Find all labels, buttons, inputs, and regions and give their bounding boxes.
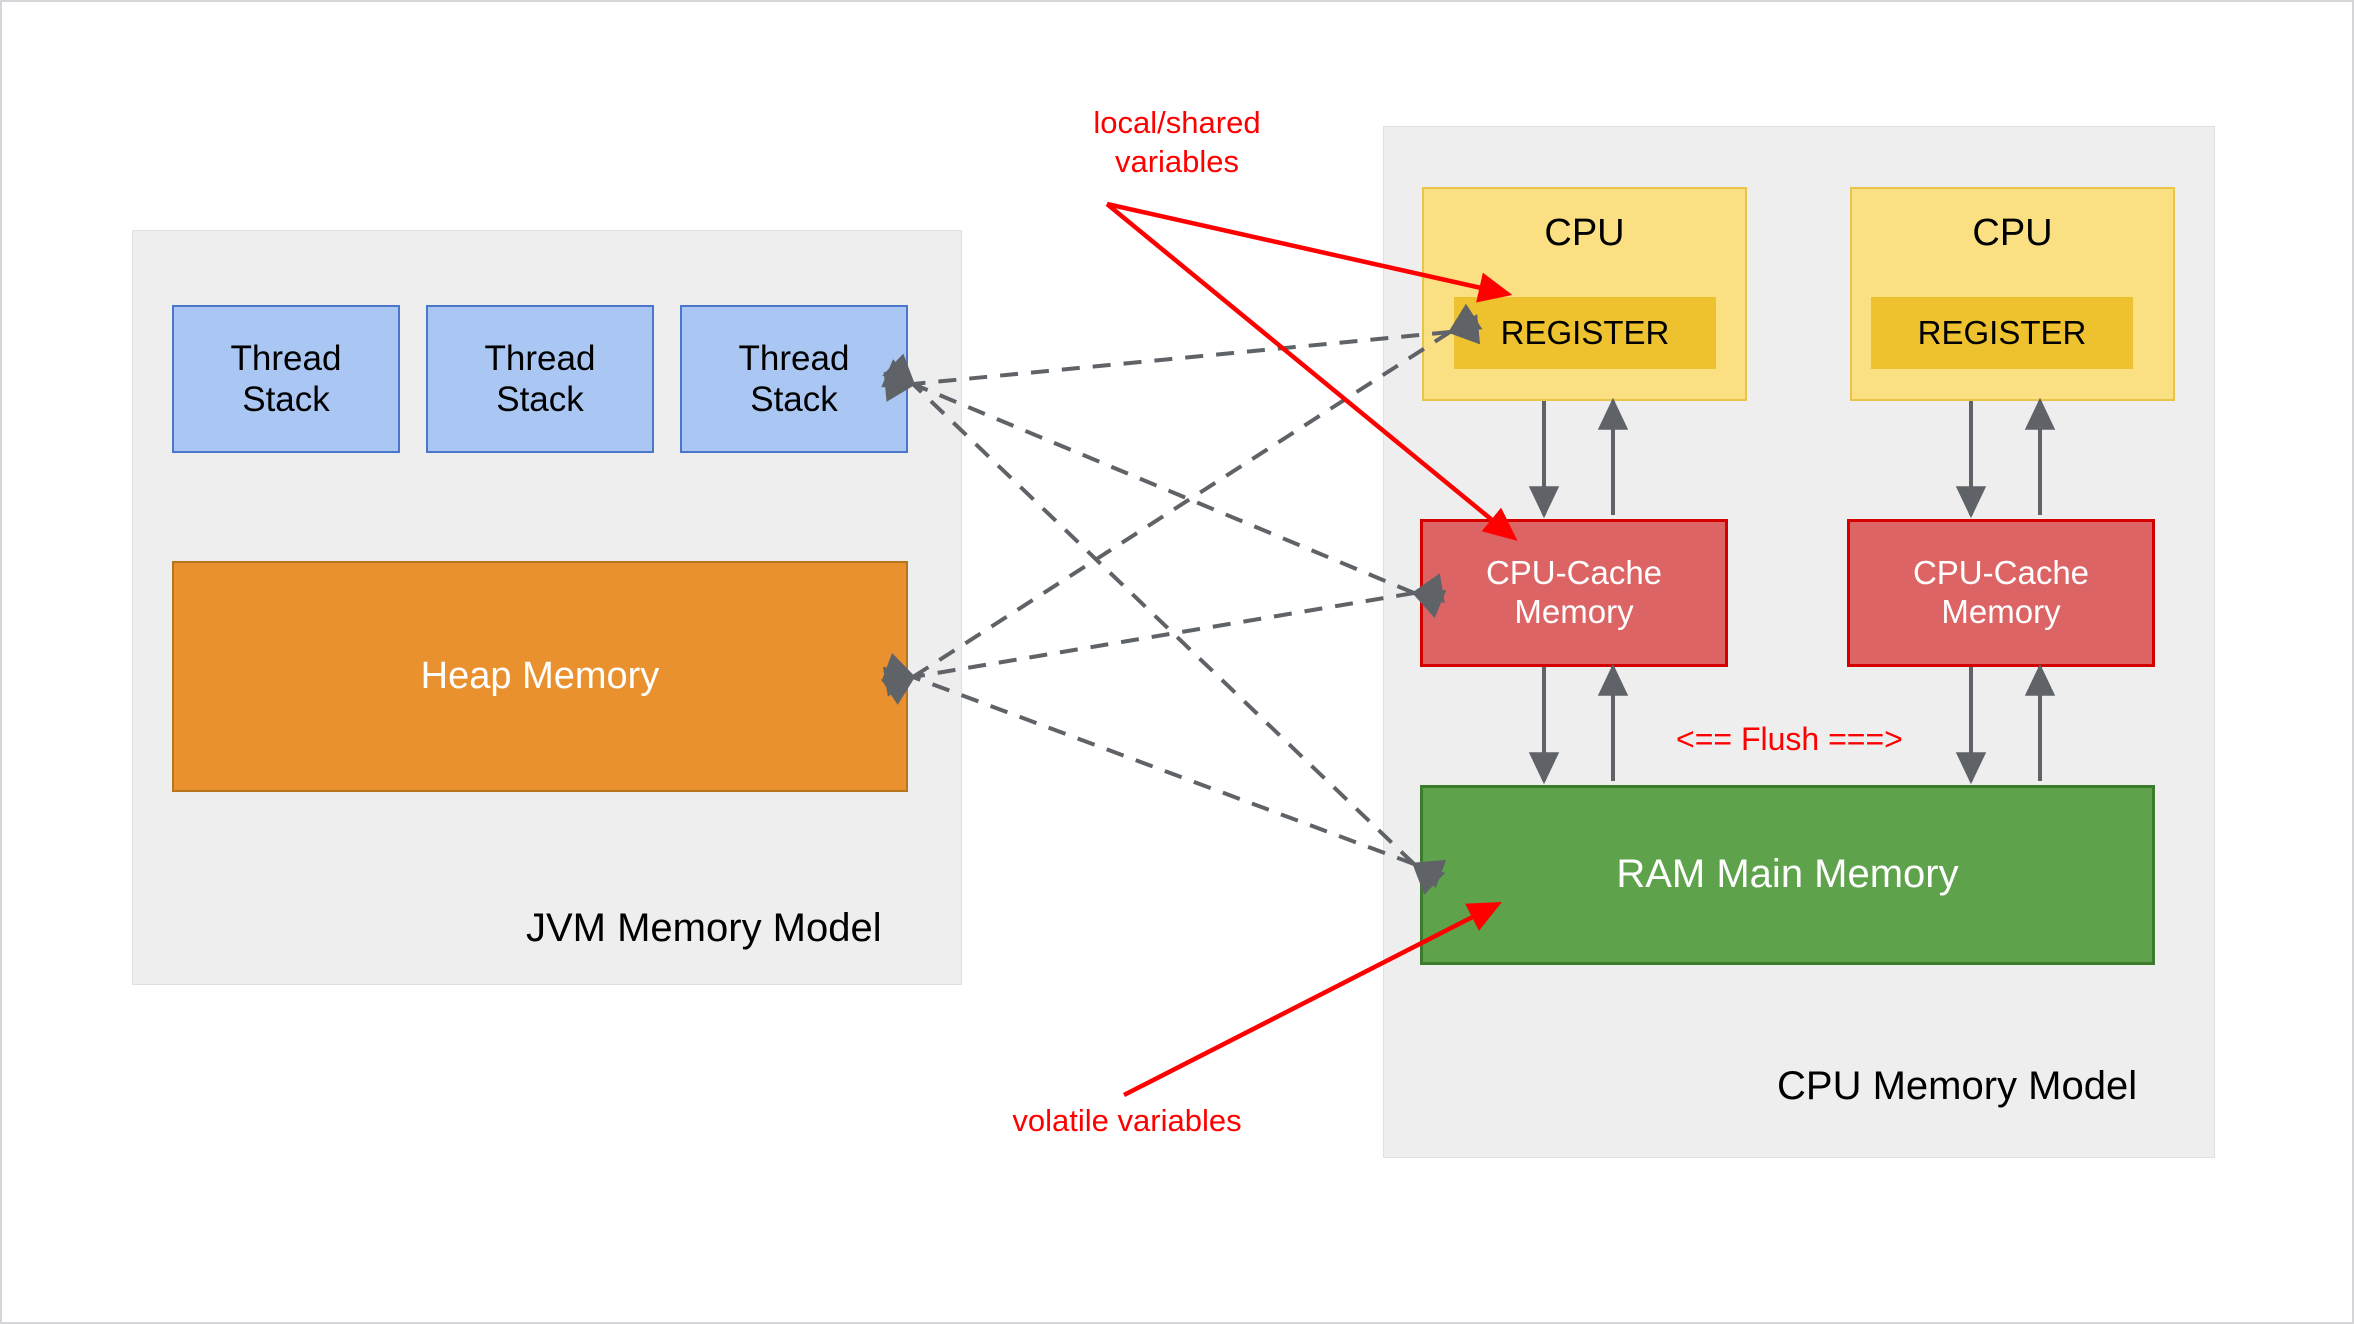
cpu-cache-box-2: CPU-Cache Memory: [1847, 519, 2155, 667]
jvm-panel-title: JVM Memory Model: [526, 906, 882, 950]
heap-memory-label: Heap Memory: [420, 655, 660, 698]
dashed-connectors: [881, 303, 1483, 895]
heap-memory-box: Heap Memory: [172, 561, 908, 792]
cpu-label-2: CPU: [1972, 212, 2053, 254]
thread-stack-label-3: Thread Stack: [738, 338, 850, 419]
dashed-cache1-to-threadstack: [881, 359, 1447, 619]
flush-label: <== Flush ===>: [1676, 721, 1903, 757]
ram-main-memory-label: RAM Main Memory: [1616, 852, 1959, 897]
volatile-variables-annotation: volatile variables: [1012, 1103, 1242, 1138]
cpu-cache-box-1: CPU-Cache Memory: [1420, 519, 1728, 667]
thread-stack-label-2: Thread Stack: [484, 338, 596, 419]
dashed-ram-to-heap: [881, 652, 1447, 889]
cpu-cache-label-2: CPU-Cache Memory: [1912, 554, 2090, 630]
register-box-1: REGISTER: [1454, 297, 1716, 369]
ram-main-memory-box: RAM Main Memory: [1420, 785, 2155, 965]
cpu-cache-label-1: CPU-Cache Memory: [1485, 554, 1663, 630]
thread-stack-box-3: Thread Stack: [680, 305, 908, 453]
dashed-cache1-to-heap: [882, 573, 1445, 697]
dashed-register1-to-heap: [881, 303, 1483, 705]
cpu-panel-title: CPU Memory Model: [1777, 1064, 2138, 1108]
thread-stack-box-2: Thread Stack: [426, 305, 654, 453]
dashed-register1-to-threadstack: [883, 314, 1481, 402]
thread-stack-box-1: Thread Stack: [172, 305, 400, 453]
register-label-2: REGISTER: [1917, 313, 2087, 351]
cpu-label-1: CPU: [1544, 212, 1625, 254]
dashed-ram-to-threadstack: [882, 353, 1446, 895]
thread-stack-label-1: Thread Stack: [230, 338, 342, 419]
local-shared-variables-annotation: local/shared variables: [1093, 105, 1261, 179]
register-box-2: REGISTER: [1871, 297, 2133, 369]
register-label-1: REGISTER: [1500, 313, 1670, 351]
